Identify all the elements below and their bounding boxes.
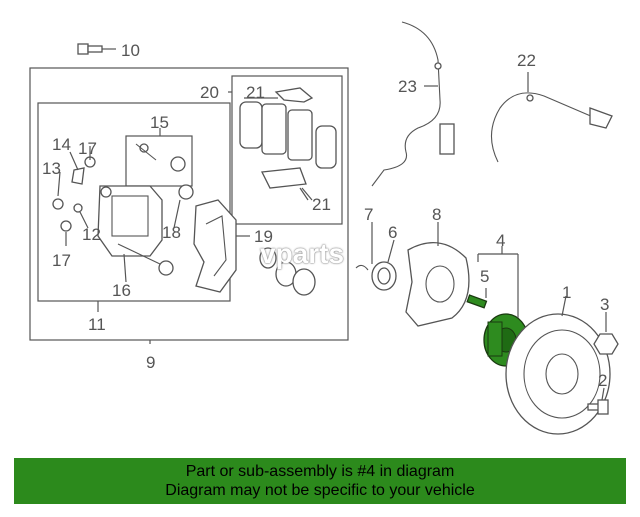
assembly-box-11 (37, 102, 231, 302)
label-21-top: 21 (246, 83, 265, 102)
label-3: 3 (600, 295, 609, 314)
info-banner: Part or sub-assembly is #4 in diagram Di… (14, 458, 626, 504)
label-17-bottom: 17 (52, 251, 71, 270)
label-8: 8 (432, 205, 441, 224)
brake-hose-22 (490, 92, 613, 163)
leader-lines (57, 72, 607, 401)
label-21-bottom: 21 (312, 195, 331, 214)
caliper-bracket-19 (193, 199, 237, 293)
bolt-10 (77, 43, 116, 55)
label-17-top: 17 (78, 139, 97, 158)
nut-3 (593, 333, 619, 355)
label-19: 19 (254, 227, 273, 246)
label-23: 23 (398, 77, 417, 96)
caliper-11 (52, 143, 194, 276)
brake-pads-21 (239, 87, 337, 201)
bearing-6 (355, 261, 397, 291)
assembly-box-20 (231, 75, 343, 225)
label-11: 11 (88, 315, 106, 334)
brake-rotor-1 (505, 313, 611, 435)
label-16: 16 (112, 281, 131, 300)
label-13: 13 (42, 159, 61, 178)
banner-line-2: Diagram may not be specific to your vehi… (165, 482, 475, 499)
label-7: 7 (364, 205, 373, 224)
label-12: 12 (82, 225, 101, 244)
label-15: 15 (150, 113, 169, 132)
label-10: 10 (121, 41, 140, 60)
label-9: 9 (146, 353, 155, 372)
bolt-2 (587, 399, 609, 415)
label-2: 2 (598, 371, 607, 390)
seal-rings (259, 247, 316, 296)
assembly-box-15 (125, 135, 193, 187)
label-6: 6 (388, 223, 397, 242)
label-20: 20 (200, 83, 219, 102)
label-5: 5 (480, 267, 489, 286)
assembly-box-9 (29, 67, 349, 341)
label-14: 14 (52, 135, 71, 154)
banner-line-1: Part or sub-assembly is #4 in diagram (185, 463, 455, 480)
wheel-stud-5 (466, 294, 488, 309)
dust-shield-8 (405, 242, 470, 327)
label-18: 18 (162, 223, 181, 242)
abs-sensor-23 (371, 21, 455, 187)
watermark-logo: vparts (260, 238, 345, 269)
label-22: 22 (517, 51, 536, 70)
label-4: 4 (496, 231, 505, 250)
label-1: 1 (562, 283, 571, 302)
